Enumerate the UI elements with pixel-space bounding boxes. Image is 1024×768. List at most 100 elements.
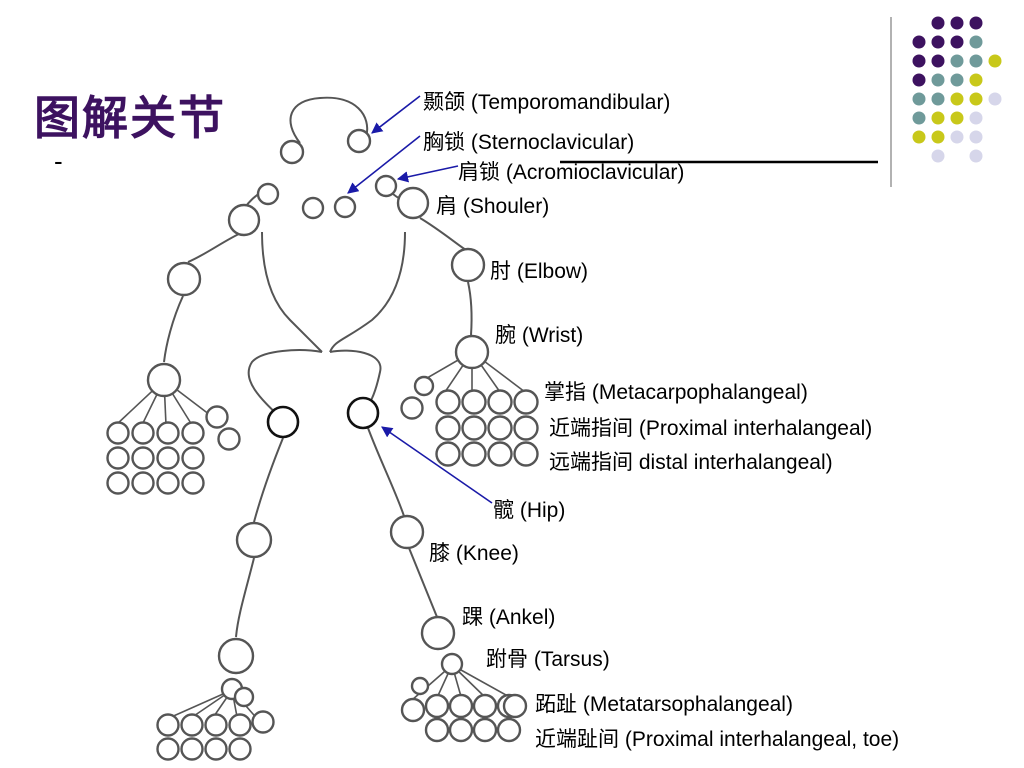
toe-joint-left: [180, 737, 204, 761]
acromioclavicular-joint-right: [374, 174, 398, 198]
wrist-joint-right: [454, 334, 490, 370]
body-outline: [247, 349, 323, 421]
metatarsophalangeal-label: 跖趾 (Metatarsophalangeal): [535, 688, 793, 718]
acromioclavicular-joint-left: [256, 182, 280, 206]
wrist-label: 腕 (Wrist): [495, 319, 583, 349]
toe-joint-right: [472, 717, 498, 743]
finger-joint-left: [106, 421, 130, 445]
knee-label: 膝 (Knee): [429, 537, 519, 567]
finger-joint-left: [106, 446, 130, 470]
toe-joint-left: [251, 710, 275, 734]
body-outline: [187, 231, 244, 263]
proximal-interphalangeal-label-en: (Proximal interhalangeal): [638, 417, 873, 440]
hip-label-en: (Hip): [519, 499, 566, 522]
elbow-label-zh: 肘: [490, 259, 511, 283]
finger-joint-right: [487, 441, 513, 467]
toe-joint-right: [448, 717, 474, 743]
proximal-interphalangeal-label: 近端指间 (Proximal interhalangeal): [549, 412, 872, 442]
tmj-label-zh: 颞颌: [423, 90, 465, 114]
shoulder-label-zh: 肩: [436, 194, 457, 218]
finger-joint-left: [131, 446, 155, 470]
body-outline: [261, 231, 323, 353]
proximal-interphalangeal-toe-label-en: (Proximal interhalangeal, toe): [624, 728, 900, 751]
wrist-label-zh: 腕: [495, 323, 516, 347]
body-outline: [467, 281, 473, 336]
toe-joint-left: [204, 737, 228, 761]
ankle-label-en: (Ankel): [488, 606, 556, 629]
proximal-interphalangeal-toe-label-zh: 近端趾间: [535, 727, 619, 751]
shoulder-label: 肩 (Shouler): [436, 190, 549, 220]
hip-label-zh: 髋: [493, 498, 514, 522]
tmj-arrow: [371, 95, 421, 134]
finger-joint-right: [461, 415, 487, 441]
toe-joint-left: [180, 713, 204, 737]
body-outline: [235, 557, 255, 638]
toe-joint-right: [448, 693, 474, 719]
tarsus-joint-right: [440, 652, 464, 676]
toe-joint-left: [228, 713, 252, 737]
slide-title: 图解关节: [34, 91, 226, 145]
body-outline: [419, 217, 467, 251]
elbow-label: 肘 (Elbow): [490, 255, 588, 285]
finger-joint-right: [435, 389, 461, 415]
finger-joint-right: [487, 415, 513, 441]
toe-joint-right: [410, 676, 430, 696]
shoulder-joint-left: [227, 203, 261, 237]
sternoclavicular-label-en: (Sternoclavicular): [470, 131, 635, 154]
sternoclavicular-joint-right: [333, 195, 357, 219]
ankle-label: 踝 (Ankel): [462, 601, 555, 631]
finger-joint-left: [156, 446, 180, 470]
toe-joint-left: [156, 737, 180, 761]
sternoclavicular-label-zh: 胸锁: [423, 130, 465, 154]
sternoclavicular-joint-left: [301, 196, 325, 220]
hip-arrow: [381, 426, 493, 504]
metatarsophalangeal-label-zh: 跖趾: [535, 692, 577, 716]
proximal-interphalangeal-label-zh: 近端指间: [549, 416, 633, 440]
elbow-label-en: (Elbow): [516, 260, 589, 283]
acromioclavicular-arrow: [396, 165, 459, 183]
tarsus-label-zh: 跗骨: [486, 647, 528, 671]
finger-joint-right: [513, 441, 539, 467]
thumb-joint-right: [400, 396, 424, 420]
metacarpophalangeal-label: 掌指 (Metacarpophalangeal): [544, 376, 808, 406]
sternoclavicular-arrow: [347, 135, 421, 194]
finger-joint-right: [513, 389, 539, 415]
thumb-joint-left: [205, 405, 229, 429]
wrist-joint-left: [146, 362, 182, 398]
body-outline: [163, 295, 184, 363]
finger-joint-right: [461, 389, 487, 415]
wrist-label-en: (Wrist): [521, 324, 584, 347]
toe-joint-left: [233, 686, 255, 708]
elbow-joint-right: [450, 247, 486, 283]
toe-joint-left: [228, 737, 252, 761]
ankle-joint-right: [420, 615, 456, 651]
shoulder-label-en: (Shouler): [462, 195, 550, 218]
finger-joint-left: [181, 446, 205, 470]
acromioclavicular-label-zh: 肩锁: [458, 160, 500, 184]
distal-interphalangeal-label: 远端指间 distal interhalangeal): [549, 446, 833, 476]
finger-line: [451, 664, 516, 701]
toe-joint-right: [424, 693, 450, 719]
finger-joint-right: [435, 441, 461, 467]
toe-joint-right: [424, 717, 450, 743]
tmj-label-en: (Temporomandibular): [470, 91, 671, 114]
finger-joint-left: [181, 471, 205, 495]
knee-joint-right: [389, 514, 425, 550]
body-outline: [408, 547, 438, 618]
finger-joint-left: [131, 421, 155, 445]
toe-joint-right: [400, 697, 426, 723]
finger-joint-left: [106, 471, 130, 495]
ankle-label-zh: 踝: [462, 605, 483, 629]
shoulder-joint-right: [396, 186, 430, 220]
metatarsophalangeal-label-en: (Metatarsophalangeal): [582, 693, 793, 716]
hip-joint-left: [266, 405, 300, 439]
jaw-joint: [279, 139, 305, 165]
title-dash: -: [54, 146, 63, 176]
elbow-joint-left: [166, 261, 202, 297]
knee-joint-left: [235, 521, 273, 559]
finger-joint-right: [435, 415, 461, 441]
ankle-joint-left: [217, 637, 255, 675]
acromioclavicular-label: 肩锁 (Acromioclavicular): [458, 156, 684, 186]
